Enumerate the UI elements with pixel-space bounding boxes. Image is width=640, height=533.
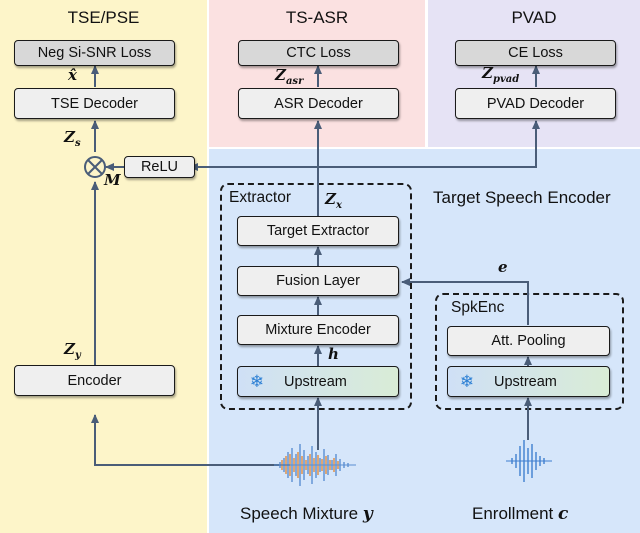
ce-loss-box: CE Loss xyxy=(455,40,616,66)
enrollment-label: Enrollment c xyxy=(472,504,569,524)
att-pooling-box: Att. Pooling xyxy=(447,326,610,356)
asr-decoder-box: ASR Decoder xyxy=(238,88,399,119)
z-y-symbol: Zy xyxy=(64,340,81,361)
pvad-decoder-box: PVAD Decoder xyxy=(455,88,616,119)
pvad-panel-title: PVAD xyxy=(511,8,557,27)
tse-panel-title: TSE/PSE xyxy=(67,8,140,27)
z-pvad-symbol: Zpvad xyxy=(482,64,520,85)
speech-mixture-waveform xyxy=(274,444,356,486)
h-symbol: h xyxy=(328,345,339,363)
encoder-box: Encoder xyxy=(14,365,175,396)
m-symbol: M xyxy=(104,171,121,189)
encoder-panel-title: Target Speech Encoder xyxy=(433,188,611,207)
extractor-group-label: Extractor xyxy=(229,189,292,206)
enrollment-waveform xyxy=(506,440,552,482)
spkenc-group-label: SpkEnc xyxy=(451,299,505,316)
ctc-loss-box: CTC Loss xyxy=(238,40,399,66)
upstream-enrollment-box: ❄ Upstream xyxy=(447,366,610,397)
tsasr-panel-title: TS-ASR xyxy=(285,8,349,27)
snowflake-icon: ❄ xyxy=(459,371,475,391)
neg-sisnr-loss-box: Neg Si-SNR Loss xyxy=(14,40,175,66)
e-symbol: e xyxy=(498,258,508,276)
spkenc-group xyxy=(435,293,624,410)
z-s-symbol: Zs xyxy=(64,128,81,149)
x-hat-symbol: x̂ xyxy=(68,66,77,84)
speech-mixture-label: Speech Mixture y xyxy=(240,504,373,524)
upstream-mixture-box: ❄ Upstream xyxy=(237,366,399,397)
extractor-group xyxy=(220,183,412,410)
mixture-encoder-box: Mixture Encoder xyxy=(237,315,399,345)
upstream-mixture-label: Upstream xyxy=(284,373,347,390)
snowflake-icon: ❄ xyxy=(249,371,265,391)
relu-box: ReLU xyxy=(124,156,195,178)
tse-decoder-box: TSE Decoder xyxy=(14,88,175,119)
z-asr-symbol: Zasr xyxy=(275,66,304,87)
upstream-enrollment-label: Upstream xyxy=(494,373,557,390)
target-extractor-box: Target Extractor xyxy=(237,216,399,246)
fusion-layer-box: Fusion Layer xyxy=(237,266,399,296)
z-x-symbol: Zx xyxy=(325,190,342,211)
